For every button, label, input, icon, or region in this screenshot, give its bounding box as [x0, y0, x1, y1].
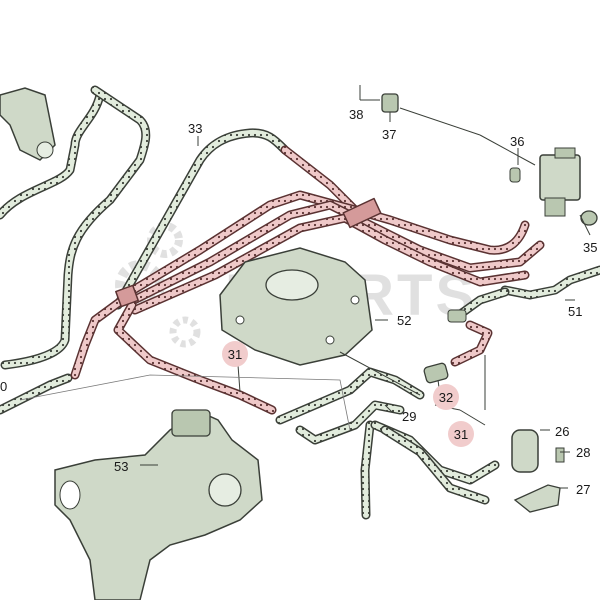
part-label-29: 29 [402, 409, 417, 424]
part-53-turbo [54, 409, 263, 600]
part-29-connector [447, 309, 467, 323]
callout-31-lower-text: 31 [453, 426, 469, 442]
part-label-37: 37 [382, 127, 397, 142]
part-27-bracket [513, 484, 561, 513]
callout-32-text: 32 [438, 389, 454, 405]
red-hoses [70, 145, 545, 415]
part-32-valve [423, 362, 449, 384]
part-28-clip [555, 447, 565, 463]
green-hoses [0, 85, 600, 520]
part-label-33: 33 [188, 121, 203, 136]
part-36-valve [509, 147, 581, 217]
part-label-36: 36 [510, 134, 525, 149]
part-52-cover [219, 247, 373, 366]
callout-31-upper: 31 [222, 341, 248, 367]
part-label-26: 26 [555, 424, 570, 439]
part-label-28: 28 [576, 445, 591, 460]
part-label-35: 35 [583, 240, 598, 255]
part-37-grommet [381, 93, 399, 113]
part-label-51: 51 [568, 304, 583, 319]
leader-lines [140, 85, 591, 489]
part-label-27: 27 [576, 482, 591, 497]
callout-31-upper-text: 31 [227, 346, 243, 362]
part-label-52: 52 [397, 313, 412, 328]
top-left-elbow [0, 87, 56, 161]
turbo-outline [19, 374, 351, 431]
part-label-30: 0 [0, 379, 8, 394]
part-label-38: 38 [349, 107, 364, 122]
part-label-53: 53 [114, 459, 129, 474]
part-26-canister [511, 429, 539, 473]
callout-32: 32 [433, 384, 459, 410]
callout-31-lower: 31 [448, 421, 474, 447]
